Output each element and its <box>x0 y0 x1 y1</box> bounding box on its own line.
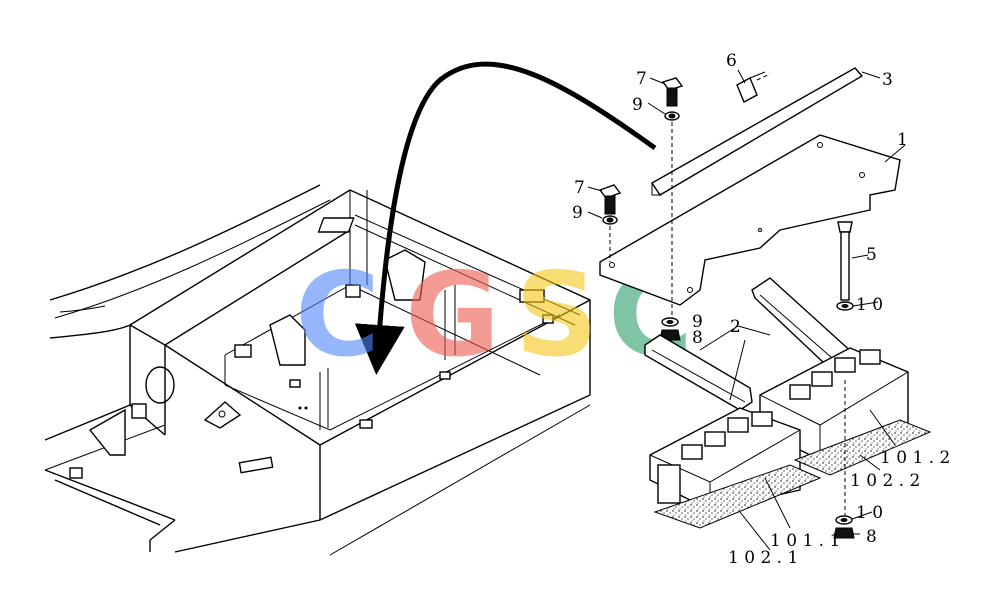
bolt-lower <box>598 184 622 225</box>
clamp <box>736 71 771 103</box>
bolt-upper <box>661 77 684 121</box>
hold-down-rail-front <box>644 334 753 411</box>
callout-101-1: 1 0 1 . 1 <box>770 531 840 551</box>
callout-1: 1 <box>897 130 908 150</box>
watermark-letter-2: G <box>405 248 500 383</box>
battery-pad-front <box>653 464 822 529</box>
callout-8-bottom: 8 <box>866 527 877 547</box>
callout-102-2: 1 0 2 . 2 <box>850 471 920 491</box>
angle-bar <box>651 67 864 196</box>
washer-long-bolt <box>836 301 854 311</box>
vehicle-frame <box>44 184 591 556</box>
callout-9-lower: 9 <box>572 203 583 223</box>
callout-102-1: 1 0 2 . 1 <box>728 548 798 568</box>
callouts: 1 2 3 5 6 7 7 9 9 9 8 8 1 0 1 0 1 0 1 . … <box>572 51 950 568</box>
leader-lines <box>587 69 906 551</box>
callout-7-upper: 7 <box>636 69 647 89</box>
callout-6: 6 <box>726 51 737 71</box>
callout-10-lower: 1 0 <box>856 503 883 523</box>
callout-3: 3 <box>882 70 893 90</box>
long-bolt <box>837 221 853 301</box>
watermark-letter-3: S <box>515 248 599 383</box>
battery-pad-rear <box>793 419 932 476</box>
callout-8-stack: 8 <box>692 328 703 348</box>
nut-stack-bottom <box>833 515 855 539</box>
callout-101-2: 1 0 1 . 2 <box>880 448 950 468</box>
callout-10-upper: 1 0 <box>856 295 883 315</box>
callout-7-lower: 7 <box>574 178 585 198</box>
cover-plate <box>599 134 901 306</box>
callout-9-upper: 9 <box>632 95 643 115</box>
callout-9-stack: 9 <box>692 312 703 332</box>
transfer-arrow <box>354 61 657 375</box>
callout-5: 5 <box>866 245 877 265</box>
watermark-letter-1: C <box>295 248 380 383</box>
callout-2: 2 <box>730 317 741 337</box>
